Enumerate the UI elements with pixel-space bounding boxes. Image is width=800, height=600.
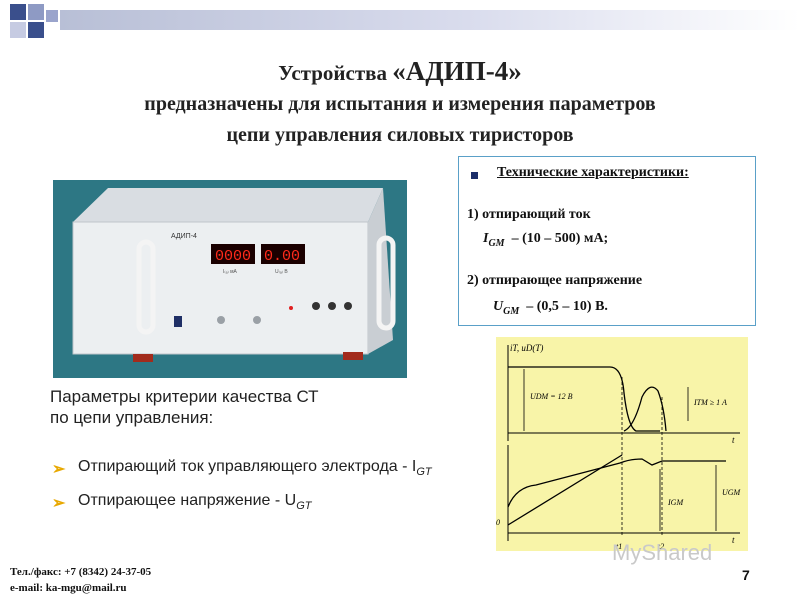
gate-current-ramp: [507, 454, 623, 526]
arrow-bullet-icon: ➢: [52, 461, 66, 478]
watermark: MyShared: [612, 540, 713, 565]
spec-item2-value: – (0,5 – 10) В.: [526, 299, 608, 314]
spec-item1-symbol: I: [483, 231, 489, 246]
ugm-label: UGM: [722, 488, 742, 497]
decor-square: [10, 22, 26, 38]
t-label-lower: t: [732, 535, 735, 545]
waveform-diagram: iT, uD(T) t UDM = 12 B ITM ≥ 1 A t 0 IGM…: [496, 337, 748, 551]
specs-box: Технические характеристики: 1) отпирающи…: [458, 156, 756, 326]
spec-item2-sub: GM: [503, 305, 520, 317]
udm-label: UDM = 12 B: [530, 392, 573, 401]
t-label-upper: t: [732, 435, 735, 445]
footer-email: e-mail: ka-mgu@mail.ru: [10, 582, 127, 594]
bullet2-sub: GT: [296, 500, 312, 513]
gate-voltage-curve: [507, 458, 726, 508]
params-line1: Параметры критерии качества СТ: [50, 387, 319, 406]
itm-label: ITM ≥ 1 A: [693, 398, 727, 407]
igm-label: IGM: [667, 498, 684, 507]
page-number: 7: [742, 567, 750, 583]
bullet1-text: Отпирающий ток управляющего электрода - …: [78, 458, 417, 475]
decor-square: [10, 4, 26, 20]
current-curve: [623, 386, 667, 432]
bullet-item-2: Отпирающее напряжение - UGT: [78, 492, 312, 512]
display-left: 0000: [215, 248, 251, 265]
display-right-caption: U₍ₐ₎ В: [275, 269, 288, 275]
slide-title-line3: цепи управления силовых тиристоров: [226, 124, 574, 146]
decor-square: [28, 4, 44, 20]
decor-square: [46, 10, 58, 22]
device-name: «АДИП-4»: [392, 56, 522, 86]
display-left-caption: I₍ₐ₎ мА: [223, 269, 238, 275]
slide-title-line2: предназначены для испытания и измерения …: [144, 93, 656, 115]
spec-item1-value-row: IGM – (10 – 500) мА;: [483, 231, 608, 249]
decor-square: [28, 22, 44, 38]
bullet-item-1: Отпирающий ток управляющего электрода - …: [78, 458, 432, 478]
zero-label: 0: [496, 518, 500, 527]
params-line2: по цепи управления:: [50, 408, 214, 427]
spec-item2-label: 2) отпирающее напряжение: [467, 273, 643, 288]
arrow-bullet-icon: ➢: [52, 495, 66, 512]
params-heading: Параметры критерии качества СТ по цепи у…: [50, 386, 319, 428]
bullet2-text: Отпирающее напряжение - U: [78, 492, 297, 509]
spec-item1-label: 1) отпирающий ток: [467, 207, 591, 222]
bullet1-sub: GT: [416, 466, 432, 479]
waveform-svg: iT, uD(T) t UDM = 12 B ITM ≥ 1 A t 0 IGM…: [496, 343, 742, 551]
spec-item1-value: – (10 – 500) мА;: [511, 231, 609, 246]
spec-item2-value-row: UGM – (0,5 – 10) В.: [493, 299, 608, 317]
device-photo: АДИП-4 0000 0.00 I₍ₐ₎ мА U₍ₐ₎ В: [53, 180, 407, 378]
device-illustration: АДИП-4 0000 0.00 I₍ₐ₎ мА U₍ₐ₎ В: [53, 180, 407, 378]
display-right: 0.00: [264, 248, 300, 265]
panel-label: АДИП-4: [171, 233, 197, 240]
spec-item2-symbol: U: [493, 299, 504, 314]
voltage-curve: [508, 366, 660, 432]
slide-title-line1: Устройства «АДИП-4»: [0, 56, 800, 87]
specs-bullet: [471, 172, 478, 179]
title-prefix: Устройства: [278, 61, 387, 85]
header-decor-bar: [60, 10, 800, 30]
footer-phone: Тел./факс: +7 (8342) 24-37-05: [10, 566, 152, 578]
spec-item1-sub: GM: [488, 237, 505, 249]
specs-heading: Технические характеристики:: [497, 165, 689, 180]
t1-label: t1: [616, 542, 622, 551]
y-axis-label: iT, uD(T): [510, 343, 543, 353]
t2-label: t2: [658, 542, 664, 551]
